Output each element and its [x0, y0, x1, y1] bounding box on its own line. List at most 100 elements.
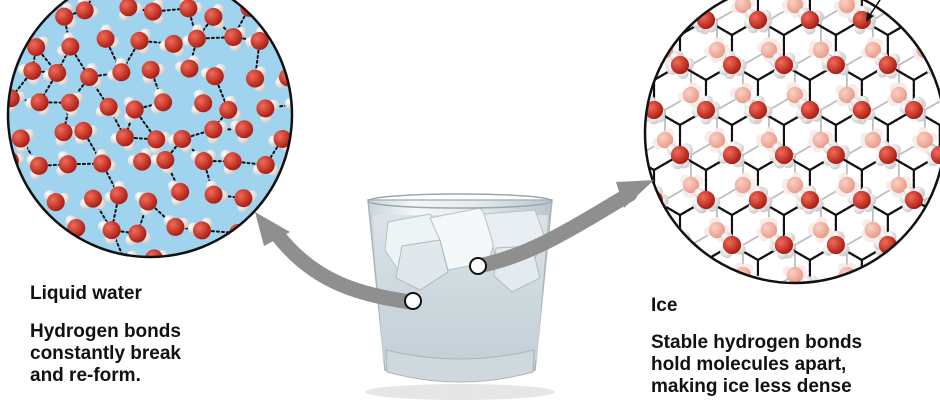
lattice-bond [613, 95, 639, 110]
lattice-bond [758, 290, 784, 305]
lattice-bond [645, 274, 666, 283]
water-molecule [852, 191, 877, 215]
lattice-bond [888, 290, 914, 305]
water-molecule [665, 236, 689, 260]
water-molecule [786, 82, 808, 104]
water-molecule [878, 144, 901, 170]
water-molecule [760, 217, 780, 241]
lattice-bond [897, 4, 926, 21]
arrow-to-ice-head [616, 180, 654, 208]
water-molecule [61, 92, 83, 117]
water-molecule [645, 266, 653, 283]
water-molecule [245, 26, 269, 50]
water-molecule [718, 56, 745, 76]
water-molecule [603, 309, 625, 329]
water-molecule [772, 52, 793, 79]
water-molecule [134, 191, 158, 216]
water-molecule [579, 87, 600, 108]
lattice-bond [690, 274, 718, 283]
arrow-to-ice [470, 186, 638, 274]
lattice-bond [645, 229, 666, 246]
lattice-bond [602, 290, 628, 305]
glass-base [385, 349, 535, 383]
water-molecule [645, 0, 648, 14]
lattice-bond [706, 290, 732, 305]
water-molecule [888, 263, 912, 283]
lattice-bond [602, 155, 628, 170]
water-molecule [110, 128, 135, 151]
lattice-bond [652, 18, 682, 37]
lattice-bond [912, 18, 940, 37]
lattice-bond [758, 290, 784, 305]
water-molecule [574, 173, 596, 193]
water-molecule [167, 180, 190, 206]
water-molecule [600, 218, 621, 239]
lattice-bond [613, 140, 639, 155]
water-molecule [826, 146, 851, 170]
lattice-bond [587, 50, 613, 65]
water-molecule [696, 101, 720, 125]
water-molecule [692, 278, 719, 283]
water-molecule [182, 24, 206, 48]
water-molecule [175, 55, 200, 78]
water-molecule [850, 97, 871, 124]
hydrogen-bond [126, 258, 155, 262]
lattice-bond [587, 95, 613, 110]
water-molecule [98, 220, 121, 245]
lattice-bond [613, 5, 639, 20]
water-molecule [602, 42, 625, 60]
water-molecule [645, 86, 648, 108]
water-molecule [125, 224, 151, 246]
water-molecule [682, 0, 704, 18]
water-molecule [887, 82, 907, 105]
lattice-bond [888, 290, 914, 305]
water-molecule [890, 0, 909, 17]
lattice-bond [836, 290, 862, 305]
water-molecule [678, 266, 700, 283]
lattice-bond [690, 274, 718, 283]
water-molecule [904, 275, 923, 283]
water-molecule [252, 155, 279, 176]
water-molecule [93, 149, 117, 173]
liquid-sample-marker [404, 292, 422, 310]
lattice-bond [923, 274, 940, 283]
water-molecule [781, 0, 804, 14]
lattice-bond [602, 65, 628, 80]
lattice-bond [716, 274, 744, 283]
water-molecule [130, 28, 152, 55]
lattice-bond [912, 243, 940, 262]
lattice-bond [613, 275, 639, 290]
lattice-bond [923, 4, 940, 21]
water-molecule [912, 221, 936, 241]
water-molecule [748, 281, 773, 283]
lattice-bond [810, 290, 836, 305]
water-molecule [17, 61, 42, 86]
water-molecule [645, 86, 648, 104]
glass-rim [367, 193, 553, 209]
water-molecule [901, 278, 923, 283]
arrow-to-liquid [268, 225, 418, 310]
water-molecule [761, 312, 782, 333]
lattice-bond [613, 230, 639, 245]
water-molecule [56, 32, 80, 57]
water-molecule [902, 7, 928, 29]
ice-title: Ice [651, 295, 678, 316]
lattice-bond [602, 20, 628, 35]
water-molecule [770, 235, 793, 260]
lattice-bond [613, 140, 639, 155]
water-molecule [56, 150, 77, 177]
lattice-bond [664, 4, 692, 21]
water-molecule [600, 127, 621, 148]
water-molecule [890, 0, 910, 17]
liquid-water-title: Liquid water [30, 283, 142, 304]
water-molecule [234, 189, 258, 213]
water-molecule [614, 231, 637, 254]
water-molecule [605, 222, 626, 243]
water-molecule [150, 151, 175, 175]
water-molecule [204, 180, 229, 204]
lattice-bond [652, 243, 682, 262]
water-molecule [219, 95, 242, 121]
water-molecule [593, 101, 616, 124]
lattice-bond [664, 274, 692, 283]
lattice-bond [897, 274, 926, 283]
